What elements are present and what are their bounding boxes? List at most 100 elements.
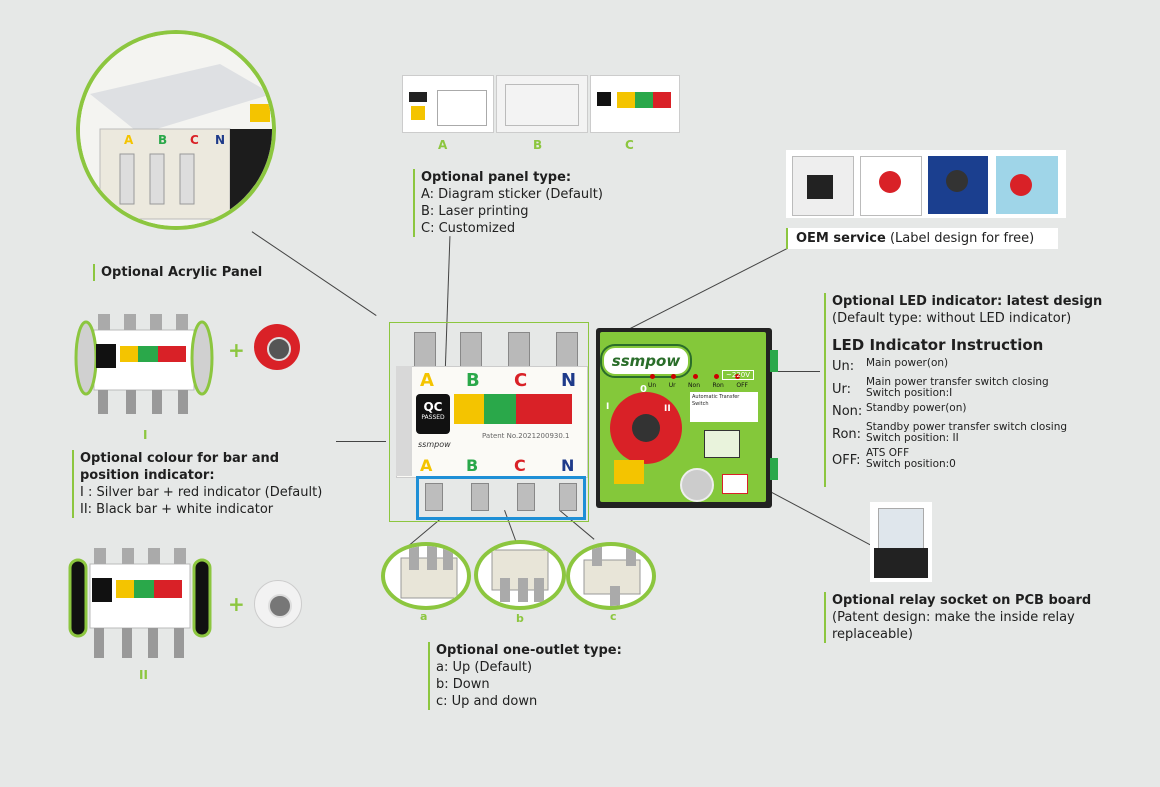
- led-row: Un: Main power(on): [832, 358, 1132, 377]
- connector-led: [770, 371, 820, 372]
- patent-number: Patent No.2021200930.1: [482, 432, 570, 440]
- led-label-ur: Ur: [668, 382, 676, 389]
- led-label-non: Non: [688, 382, 700, 389]
- colour-option-2-illustration: [68, 548, 212, 658]
- connector-terminal-top: [770, 350, 778, 372]
- colour-title-line1: Optional colour for bar and: [80, 451, 280, 466]
- oem-caption: OEM service (Label design for free): [786, 228, 1058, 249]
- led-desc: Standby power(on): [866, 403, 966, 422]
- connector-colour: [336, 441, 386, 442]
- colour-option-1-mark: I: [143, 428, 148, 442]
- warning-icon: [722, 474, 748, 494]
- colour-option-2-mark: II: [139, 668, 148, 682]
- phase-label-b: B: [466, 370, 480, 391]
- colour-option-2-image: [66, 546, 214, 664]
- qc-sticker: QC PASSED: [416, 394, 450, 434]
- outlet-item-b: b: Down: [436, 677, 490, 692]
- device-brand-small: ssmpow: [418, 440, 451, 449]
- connector-relay: [771, 492, 871, 546]
- panel-type-b-image: [496, 75, 588, 133]
- led-caption: Optional LED indicator: latest design (D…: [824, 293, 1132, 487]
- led-un-icon: [650, 374, 655, 379]
- relay-line2: replaceable): [832, 627, 913, 642]
- led-desc-line1: ATS OFF: [866, 447, 910, 459]
- outlet-label-a: a: [420, 610, 428, 623]
- svg-text:C: C: [190, 133, 199, 147]
- led-heading: LED Indicator Instruction: [832, 336, 1044, 354]
- switch-body: A B C N QC PASSED ssmpow Patent No.20212…: [396, 332, 588, 522]
- colour-item-1: I : Silver bar + red indicator (Default): [80, 485, 323, 500]
- outlet-caption: Optional one-outlet type: a: Up (Default…: [428, 642, 622, 710]
- outlet-highlight: [416, 476, 586, 520]
- led-rows: Un: Main power(on) Ur: Main power transf…: [832, 358, 1132, 474]
- outlet-type-b-lens: [474, 540, 566, 610]
- outlet-type-a-lens: [381, 542, 471, 610]
- led-desc-line1: Main power(on): [866, 357, 949, 369]
- terminal-top: [460, 332, 482, 368]
- panel-type-label-b: B: [533, 138, 543, 152]
- acrylic-panel-lens: A B C N: [76, 30, 276, 230]
- led-desc-line1: Standby power(on): [866, 402, 967, 414]
- outlet-title: Optional one-outlet type:: [436, 643, 622, 658]
- outlet-type-c-illustration: [583, 546, 641, 606]
- acrylic-panel-illustration: A B C N: [80, 34, 272, 226]
- red-indicator-knob: [254, 324, 300, 370]
- terminal-top: [556, 332, 578, 368]
- position-1: I: [606, 402, 610, 412]
- phase-label-n: N: [561, 370, 577, 391]
- svg-text:B: B: [158, 133, 167, 147]
- outlet-item-a: a: Up (Default): [436, 660, 533, 675]
- panel-type-a-image: [402, 75, 494, 133]
- key-lock-icon[interactable]: [680, 468, 714, 502]
- relay-title: Optional relay socket on PCB board: [832, 593, 1092, 608]
- phase-label-c: C: [514, 370, 528, 391]
- led-desc-line2: Switch position:0: [866, 458, 956, 470]
- padlock-icon[interactable]: [614, 460, 644, 484]
- voltage-badge: ~220V: [722, 370, 755, 380]
- led-desc-line2: Switch position:I: [866, 387, 953, 399]
- outlet-item-c: c: Up and down: [436, 694, 538, 709]
- relay-caption: Optional relay socket on PCB board (Pate…: [824, 592, 1091, 643]
- relay-line1: (Patent design: make the inside relay: [832, 610, 1075, 625]
- qc-sub: PASSED: [421, 414, 445, 421]
- panel-type-item-c: C: Customized: [421, 221, 516, 236]
- plus-icon: +: [228, 338, 245, 362]
- led-labels: Un Ur Non Ron OFF: [648, 382, 748, 389]
- led-desc-line2: Switch position: II: [866, 432, 959, 444]
- panel-type-label-c: C: [625, 138, 634, 152]
- panel-type-title: Optional panel type:: [421, 170, 572, 185]
- phase-b-diagram: [484, 394, 516, 424]
- position-2: II: [664, 404, 671, 414]
- switch-body-frame: [389, 322, 589, 522]
- led-off-icon: [735, 374, 740, 379]
- led-ur-icon: [671, 374, 677, 379]
- white-indicator-knob: [254, 580, 302, 628]
- oem-title: OEM service: [796, 231, 886, 246]
- phase-label-a: A: [420, 370, 434, 391]
- colour-option-1-illustration: [74, 314, 214, 414]
- oem-images: [786, 150, 1066, 218]
- position-0: 0: [640, 384, 647, 395]
- rotary-handle[interactable]: [610, 392, 682, 464]
- connector-terminal-bottom: [770, 458, 778, 480]
- colour-option-1-image: [74, 310, 214, 425]
- silver-bar: [396, 366, 412, 476]
- outlet-type-c-lens: [566, 542, 656, 610]
- phase-label-c-bottom: C: [514, 456, 526, 475]
- outlet-label-c: c: [610, 610, 617, 623]
- led-key: Ur:: [832, 382, 852, 397]
- diagram-icon: [704, 430, 740, 458]
- led-key: Non:: [832, 404, 863, 419]
- led-key: OFF:: [832, 453, 861, 468]
- led-label-un: Un: [648, 382, 657, 389]
- led-key: Ron:: [832, 427, 862, 442]
- colour-title-line2: position indicator:: [80, 468, 215, 483]
- panel-type-c-image: [590, 75, 680, 133]
- outlet-label-b: b: [516, 612, 524, 625]
- led-desc-line1: Main power transfer switch closing: [866, 376, 1049, 388]
- colour-caption: Optional colour for bar and position ind…: [72, 450, 322, 518]
